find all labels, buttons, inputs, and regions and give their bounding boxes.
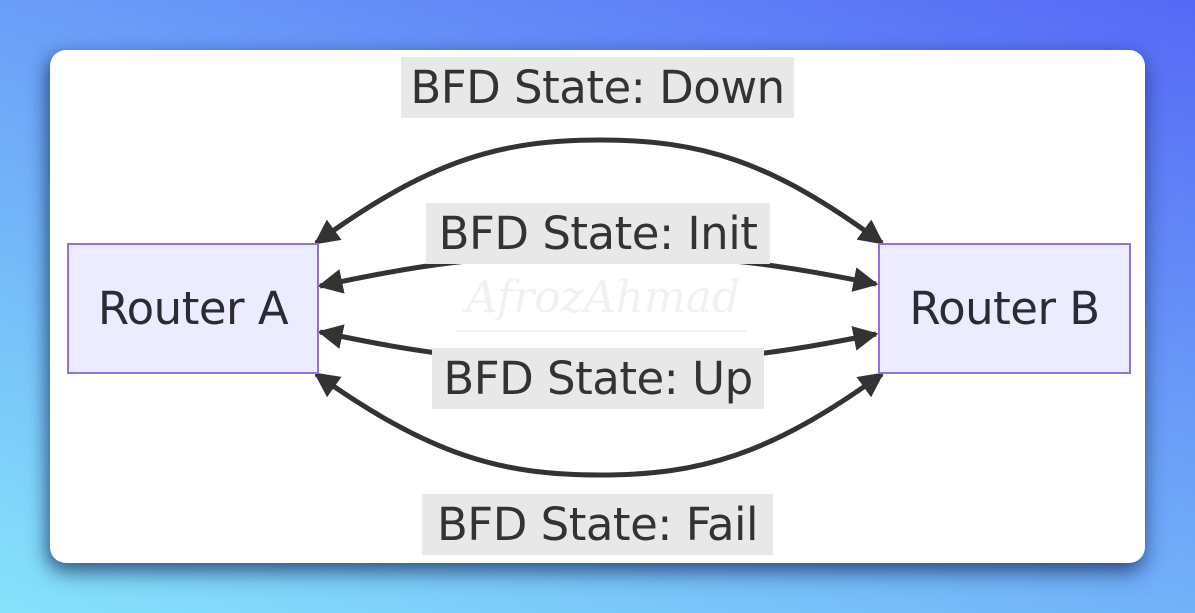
edge-label-down: BFD State: Down (401, 57, 794, 118)
node-router-a[interactable]: Router A (67, 243, 319, 374)
node-router-b-label: Router B (909, 282, 1100, 335)
edge-label-fail: BFD State: Fail (422, 494, 773, 555)
watermark-underline (456, 330, 746, 332)
edge-down (313, 137, 885, 246)
node-router-b[interactable]: Router B (878, 243, 1131, 374)
watermark: AfrozAhmad (465, 272, 741, 323)
edge-label-up: BFD State: Up (432, 348, 764, 409)
edge-fail (313, 371, 885, 478)
edge-label-init: BFD State: Init (426, 203, 770, 264)
node-router-a-label: Router A (97, 282, 289, 335)
